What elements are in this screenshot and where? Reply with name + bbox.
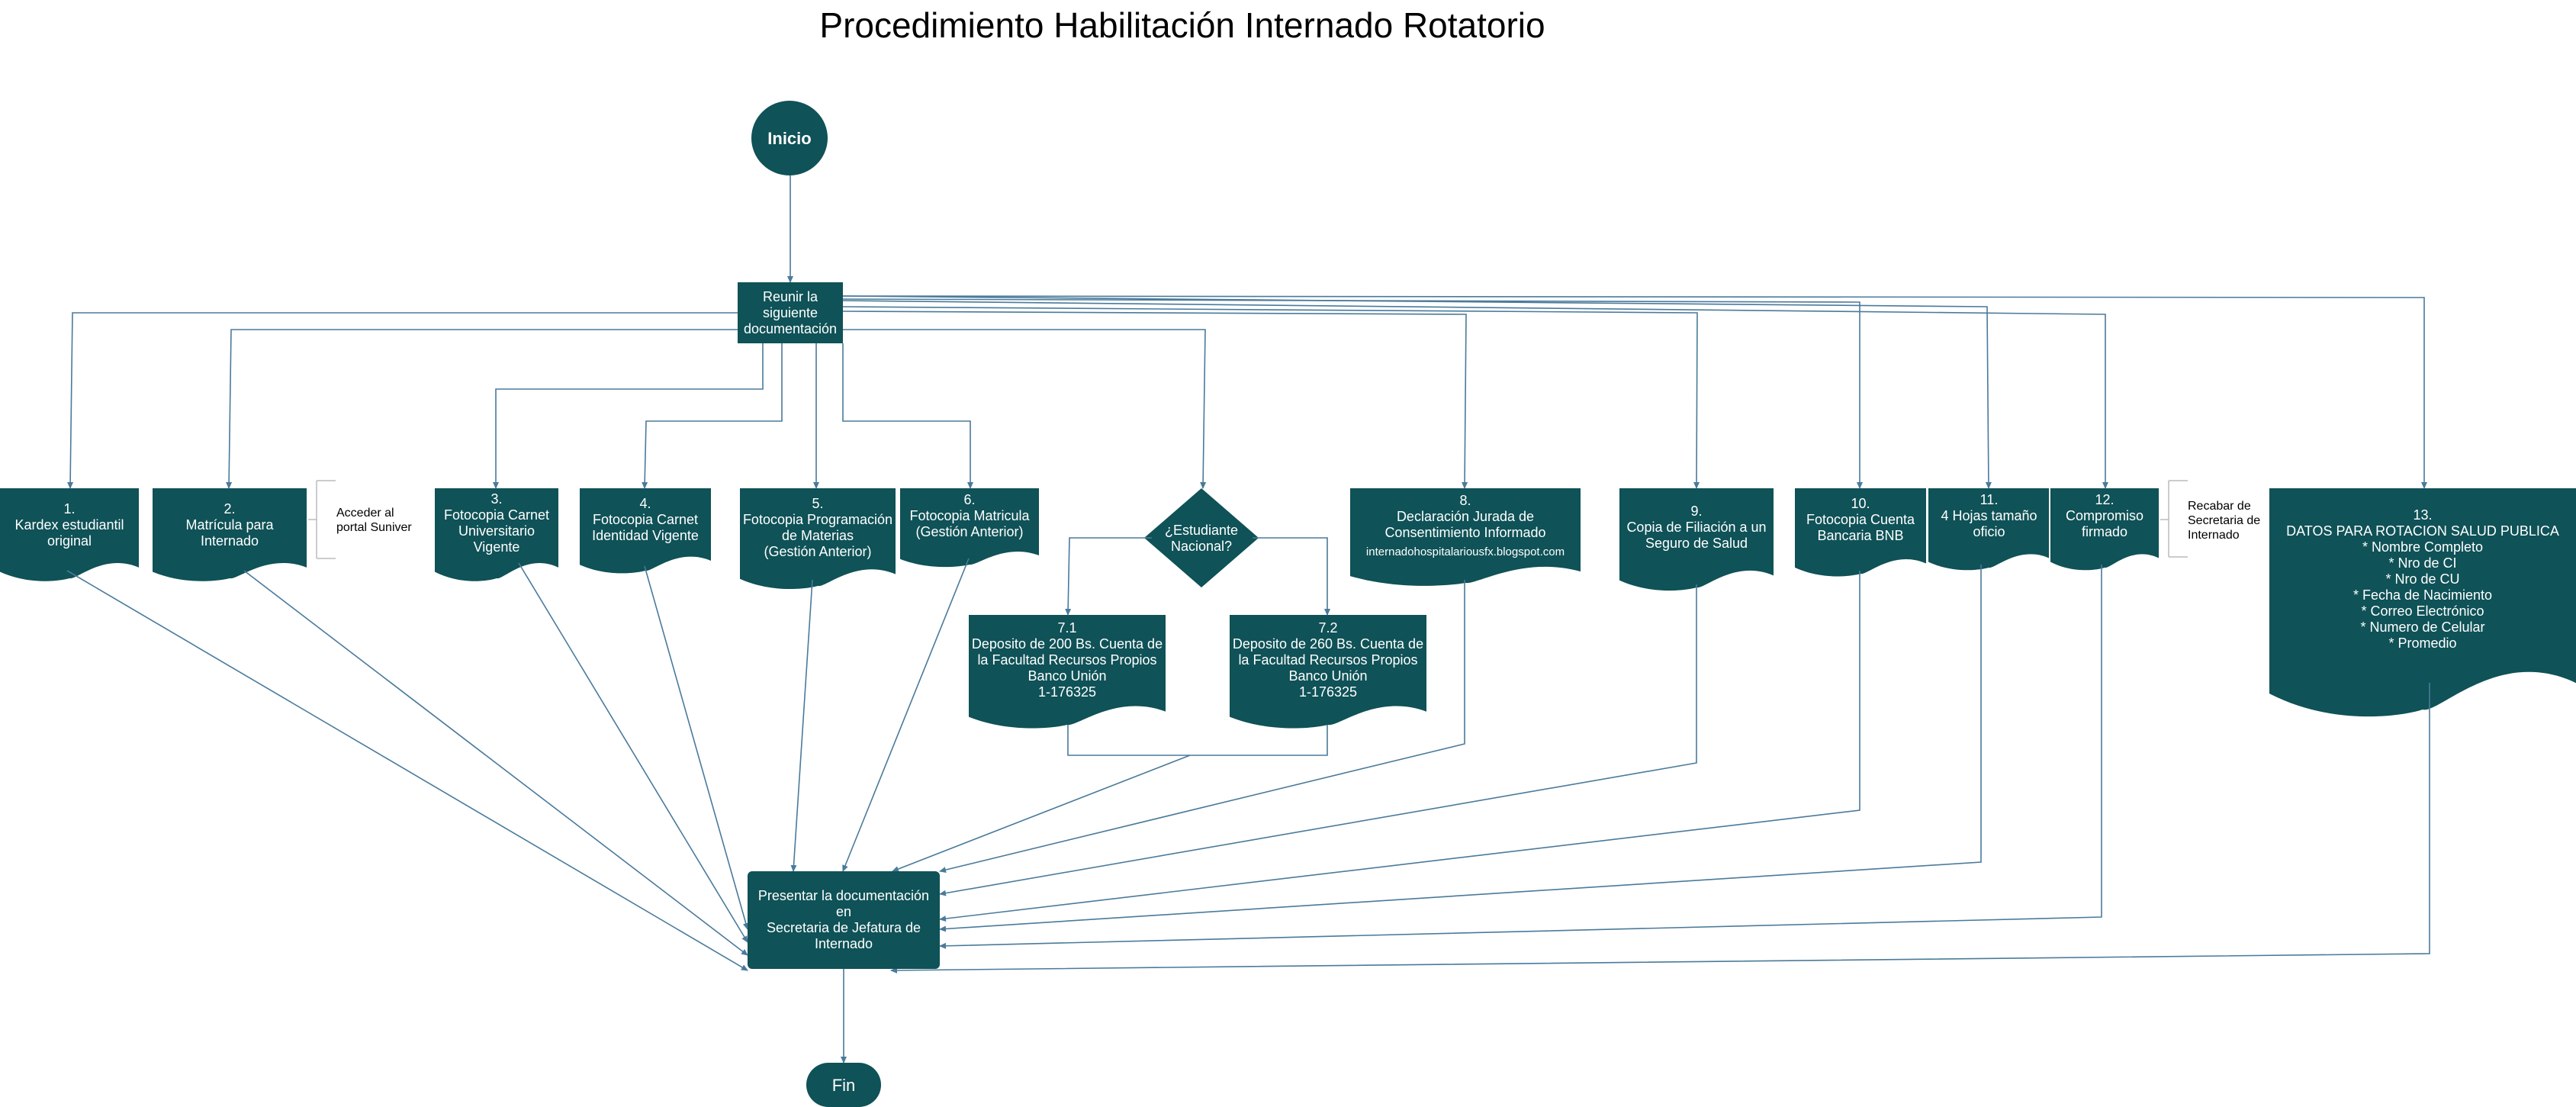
doc-9-seguro-salud: 9. Copia de Filiación a un Seguro de Sal…: [1626, 504, 1767, 551]
edge-merge-present: [892, 755, 1191, 872]
edge-d2-present: [243, 570, 748, 956]
gather-documents-node: Reunir la siguiente documentación: [738, 282, 843, 343]
decision-diamond: [1144, 488, 1259, 587]
doc-8-url: internadohospitalariousfx.blogspot.com: [1365, 545, 1565, 558]
doc-shape-8: [1350, 488, 1581, 586]
edge-d1-present: [66, 570, 748, 971]
edge-gather-d12: [842, 300, 2108, 489]
edge-d8-present: [939, 580, 1465, 874]
doc-10-cuenta-bnb: 10. Fotocopia Cuenta Bancaria BNB: [1806, 496, 1915, 543]
edge-d10-present: [939, 571, 1860, 922]
doc-shape-10: [1795, 488, 1926, 577]
start-node: Inicio: [751, 101, 828, 175]
edge-d13-present: [890, 683, 2430, 973]
note-portal-suniver: Acceder al portal Suniver: [336, 507, 412, 534]
doc-11-hojas-oficio: 11. 4 Hojas tamaño oficio: [1941, 492, 2037, 539]
edge-d3-present: [518, 562, 748, 943]
doc-shape-12: [2050, 488, 2159, 571]
note-bracket-12: [2160, 480, 2188, 558]
doc-shape-13: [2269, 488, 2576, 717]
doc-3-carnet-universitario: 3. Fotocopia Carnet Universitario Vigent…: [443, 491, 550, 555]
edge-d12-present: [939, 565, 2102, 949]
doc-shape-5: [740, 488, 896, 590]
present-documents-node: Presentar la documentación en Secretaria…: [748, 871, 940, 969]
doc-shape-7-2: [1230, 615, 1426, 729]
doc-shape-9: [1619, 488, 1774, 591]
doc-8-declaracion-jurada: 8. Declaración Jurada de Consentimiento …: [1384, 493, 1546, 540]
doc-12-compromiso: 12. Compromiso firmado: [2065, 492, 2144, 539]
edge-gather-d2: [226, 329, 738, 489]
edge-gather-d1: [67, 312, 738, 489]
edge-d9-present: [939, 584, 1697, 896]
edge-d6-present: [842, 558, 970, 872]
edge-gather-d9: [842, 306, 1700, 489]
doc-1-kardex: 1. Kardex estudiantil original: [14, 501, 124, 549]
note-bracket-2: [308, 480, 336, 559]
doc-13-datos-salud-publica: 13. DATOS PARA ROTACION SALUD PUBLICA * …: [2286, 507, 2559, 651]
doc-5-programacion-materias: 5. Fotocopia Programación de Materias (G…: [742, 496, 893, 559]
edge-d5-present: [790, 579, 813, 872]
edge-gather-d3: [493, 343, 764, 489]
end-node: Fin: [806, 1063, 881, 1107]
doc-shape-7-1: [969, 615, 1166, 729]
edge-d4-present: [644, 565, 749, 930]
edge-gather-d10: [842, 298, 1863, 489]
edge-gather-d13: [842, 295, 2427, 489]
doc-shape-1: [0, 488, 139, 581]
edge-gather-d8: [842, 311, 1468, 489]
edge-decision-d72: [1253, 537, 1330, 616]
edge-d11-present: [939, 565, 1982, 932]
doc-shape-4: [580, 488, 711, 574]
doc-4-carnet-identidad: 4. Fotocopia Carnet Identidad Vigente: [592, 496, 699, 543]
edge-gather-d6: [842, 343, 973, 489]
doc-shape-2: [153, 488, 307, 581]
doc-shape-11: [1928, 488, 2049, 571]
doc-2-matricula-internado: 2. Matrícula para Internado: [185, 501, 274, 549]
edge-decision-d71: [1065, 537, 1152, 616]
note-recabar-secretaria: Recabar de Secretaria de Internado: [2188, 500, 2261, 542]
doc-6-matricula-anterior: 6. Fotocopia Matricula (Gestión Anterior…: [909, 492, 1030, 539]
doc-shape-6: [900, 488, 1039, 568]
diagram-title: Procedimiento Habilitación Internado Rot…: [819, 5, 1545, 45]
edge-gather-decision: [843, 329, 1207, 489]
edge-d71-merge: [1067, 725, 1328, 756]
edge-gather-d11: [842, 295, 1992, 489]
edge-gather-d4: [642, 343, 783, 489]
doc-7-2-deposito-260: 7.2 Deposito de 260 Bs. Cuenta de la Fac…: [1232, 620, 1424, 700]
doc-7-1-deposito-200: 7.1 Deposito de 200 Bs. Cuenta de la Fac…: [971, 620, 1163, 700]
decision-estudiante-nacional: ¿Estudiante Nacional?: [1164, 523, 1239, 554]
doc-shape-3: [435, 488, 558, 581]
